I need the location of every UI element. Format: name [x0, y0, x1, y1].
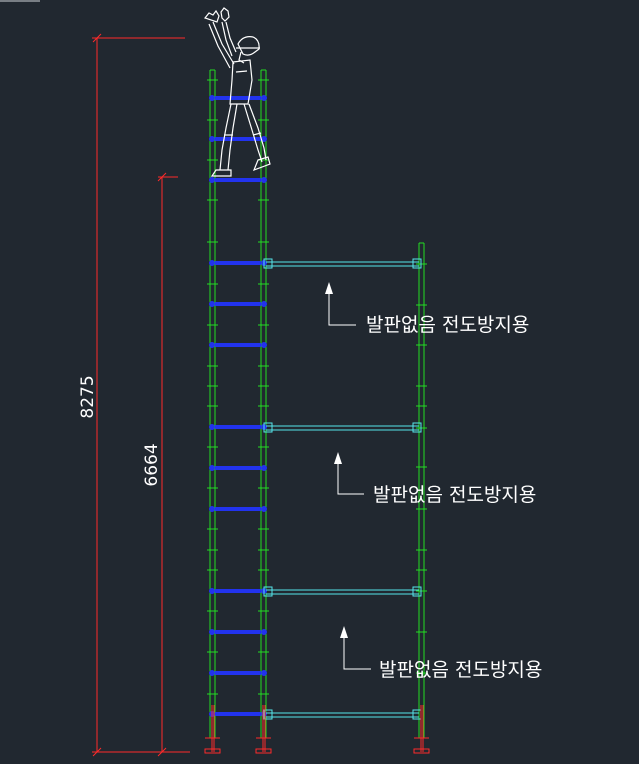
dimension-6664 [157, 172, 178, 757]
annotation-leader [340, 626, 371, 670]
annotation-leader [334, 452, 364, 495]
ladder-rungs [209, 95, 267, 717]
ladder-rung [209, 424, 267, 430]
ladder-rung [209, 588, 267, 594]
ladder-rung [209, 95, 267, 101]
ladder-left-post [209, 69, 216, 738]
annotation-label: 발판없음 전도방지용 [366, 314, 529, 336]
ladder-right-post [260, 69, 267, 738]
ladder-rung [209, 670, 267, 676]
ladder-rung [209, 177, 267, 183]
annotation-label: 발판없음 전도방지용 [379, 659, 542, 681]
worker-figure [203, 7, 271, 177]
dimension-label-6664: 6664 [142, 443, 162, 486]
post-ticks [207, 79, 427, 695]
annotation-leader [325, 282, 356, 326]
ladder-rung [209, 136, 267, 142]
ladder-rung [209, 260, 267, 266]
horizontal-brace [263, 709, 422, 720]
ladder-rung [209, 301, 267, 307]
dimension-label-8275: 8275 [78, 375, 98, 418]
horizontal-brace [263, 586, 422, 597]
ladder-rung [209, 629, 267, 635]
horizontal-brace [263, 258, 422, 269]
ladder-rung [209, 342, 267, 348]
ladder-rung [209, 506, 267, 512]
annotation-label: 발판없음 전도방지용 [373, 484, 536, 506]
outrigger-post [418, 242, 425, 738]
dimension-8275 [92, 33, 190, 757]
base-jacks [204, 705, 430, 754]
horizontal-brace [263, 422, 422, 433]
ladder-rung [209, 711, 267, 717]
ladder-rung [209, 465, 267, 471]
